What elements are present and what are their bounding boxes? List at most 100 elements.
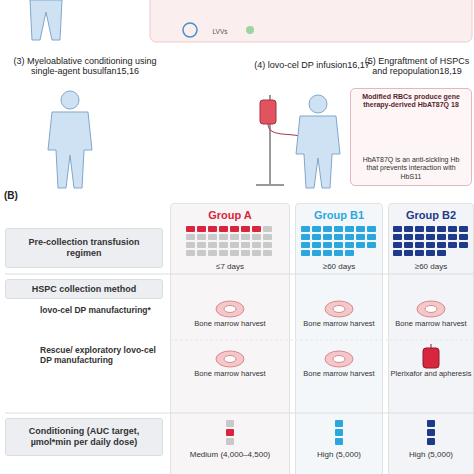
transfusion-square [448,234,457,240]
transfusion-square [312,250,321,256]
person-figure [296,116,340,188]
transfusion-square [404,234,413,240]
info-heading: Modified RBCs produce gene therapy-deriv… [356,93,466,110]
duration-label: ≤7 days [170,262,290,271]
transfusion-square [437,226,446,232]
bone-marrow-icon [417,301,445,317]
apheresis-bag-icon [431,344,432,348]
conditioning-square [226,429,234,436]
iv-bag [260,100,276,124]
node-text: HSPC collection method [12,284,156,295]
transfusion-square [252,226,261,232]
conditioning-level: Medium (4,000–4,500) [170,450,290,459]
bone-marrow-icon [425,306,437,313]
bone-marrow-icon [216,351,244,367]
transfusion-square [219,234,228,240]
transfusion-square [252,234,261,240]
row-separator [5,274,474,275]
vector-icon [246,26,254,34]
method-label: Bone marrow harvest [295,320,383,329]
conditioning-square [335,438,343,445]
sub-row-label: lovo-cel DP manufacturing* [40,306,165,316]
transfusion-square [323,250,332,256]
transfusion-square [263,234,272,240]
transfusion-square [367,234,376,240]
transfusion-square [186,226,195,232]
transfusion-square [393,226,402,232]
method-label: Bone marrow harvest [170,370,290,379]
transfusion-square [415,242,424,248]
transfusion-square [356,234,365,240]
transfusion-square [404,226,413,232]
transfusion-square [197,234,206,240]
transfusion-square [426,234,435,240]
row-label-box: Pre-collection transfusion regimen [5,228,163,268]
conditioning-square [427,420,435,427]
row-label-box: Conditioning (AUC target, µmol*min per d… [5,418,163,456]
transfusion-square [241,234,250,240]
transfusion-square [312,226,321,232]
method-label: Bone marrow harvest [388,320,474,329]
transfusion-square [393,250,402,256]
transfusion-square [334,234,343,240]
transfusion-square [186,234,195,240]
conditioning-square [427,429,435,436]
transfusion-square [448,226,457,232]
person-head [309,95,327,113]
info-body: HbAT87Q is an anti-sickling Hb that prev… [356,156,466,181]
transfusion-square [437,242,446,248]
transfusion-square [208,226,217,232]
bone-marrow-icon [216,301,244,317]
transfusion-square [263,242,272,248]
transfusion-square [208,242,217,248]
transfusion-square [301,234,310,240]
transfusion-square [393,242,402,248]
apheresis-bag-icon [423,348,439,368]
transfusion-square [345,234,354,240]
transfusion-square [345,226,354,232]
vector-icon [183,23,197,37]
transfusion-square [426,250,435,256]
iv-pole [256,184,284,186]
node-text: Group A [173,209,287,222]
transfusion-square [252,250,261,256]
transfusion-square [367,226,376,232]
method-label: Bone marrow harvest [170,320,290,329]
transfusion-square [301,242,310,248]
transfusion-square [393,234,402,240]
step-caption: (3) Myeloablative conditioning using sin… [8,56,162,77]
bone-marrow-icon [333,356,345,363]
node-text: Conditioning (AUC target, µmol*min per d… [12,426,156,448]
transfusion-square [334,226,343,232]
transfusion-square [459,242,468,248]
transfusion-square [345,242,354,248]
transfusion-square [312,242,321,248]
transfusion-square [230,226,239,232]
person-head [61,91,79,109]
transfusion-square [334,242,343,248]
transfusion-square [437,250,446,256]
transfusion-square [459,226,468,232]
transfusion-square [345,250,354,256]
sub-row-label: Rescue/ exploratory lovo-cel DP manufact… [40,346,165,366]
bone-marrow-icon [325,351,353,367]
conditioning-square [226,438,234,445]
row-separator [5,413,474,414]
transfusion-square [426,226,435,232]
duration-label: ≥60 days [388,262,474,271]
row-label-box: HSPC collection method [5,279,163,299]
transfusion-square [230,250,239,256]
vector-label: LVVs [200,28,240,35]
bone-marrow-icon [224,356,236,363]
transfusion-square [356,226,365,232]
transfusion-square [219,250,228,256]
transfusion-square [197,250,206,256]
method-label: Plerixafor and apheresis [388,370,474,379]
transfusion-square [208,250,217,256]
transfusion-square [448,242,457,248]
transfusion-square [197,226,206,232]
person-figure [48,112,92,188]
step-caption: (5) Engraftment of HSPCs and repopulatio… [360,56,474,77]
transfusion-square [263,250,272,256]
